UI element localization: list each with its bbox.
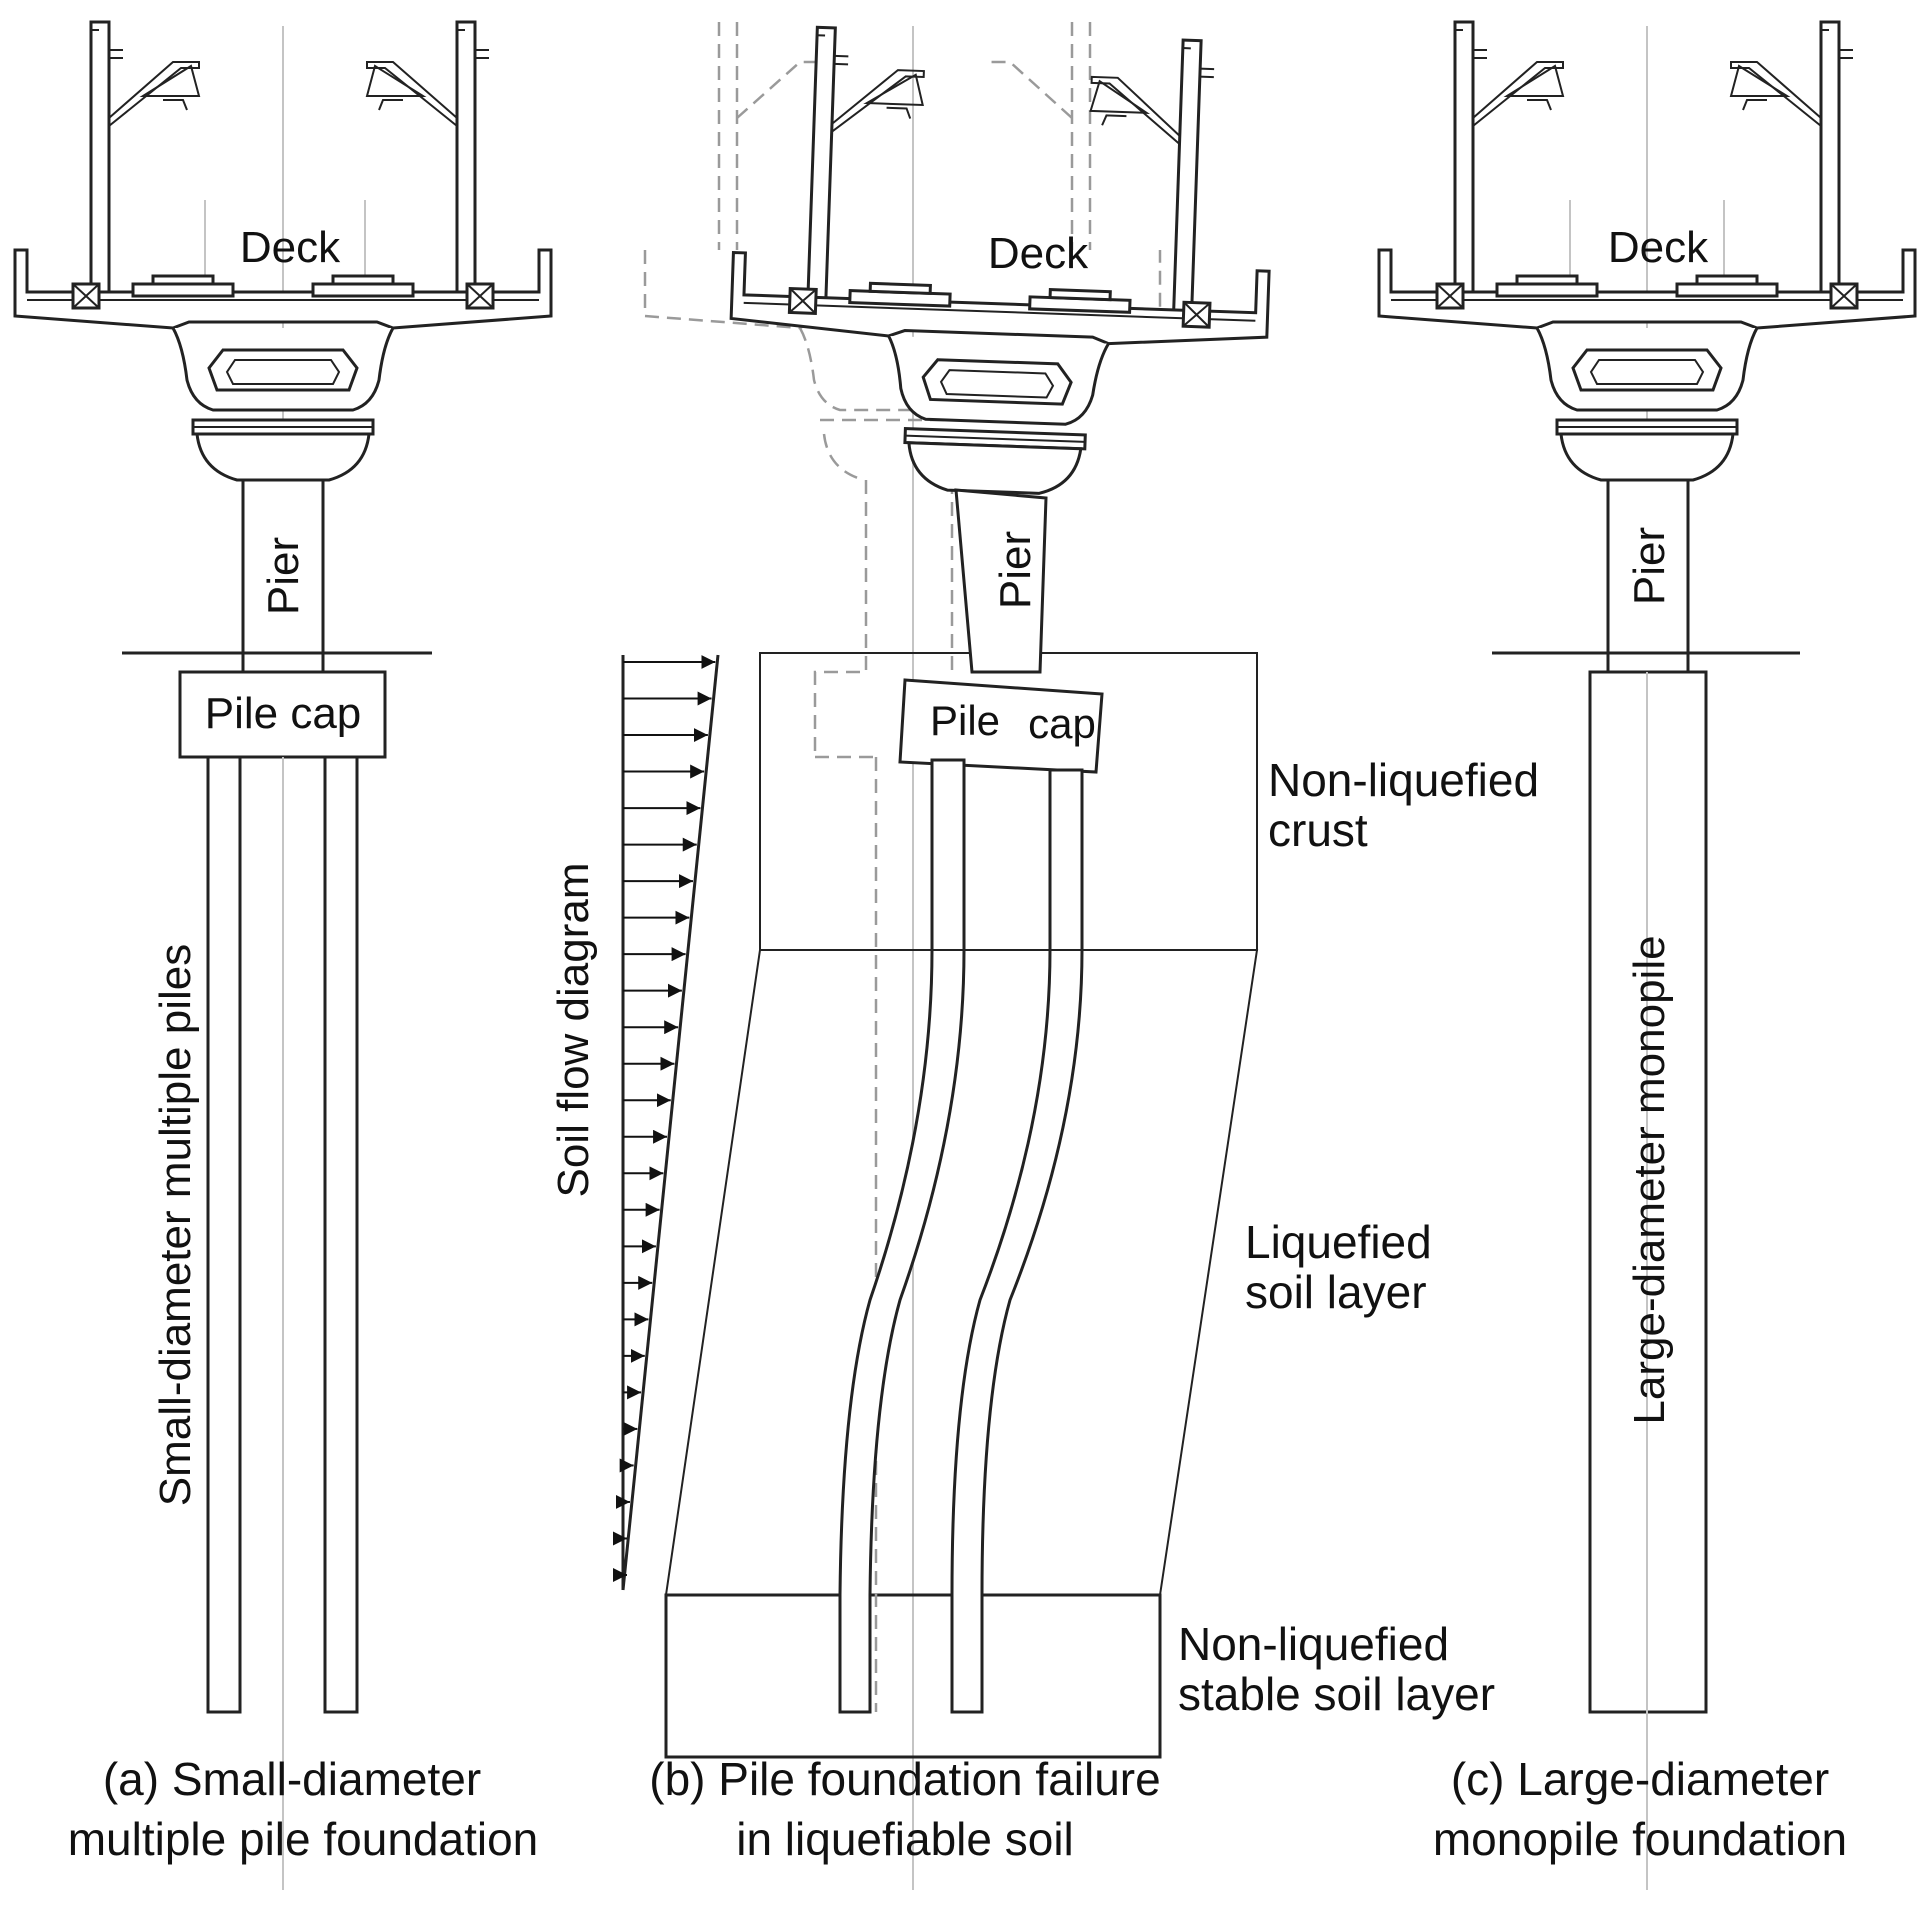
caption-a-line1: (a) Small-diameter (103, 1753, 481, 1805)
crust-label-line2: crust (1268, 804, 1368, 856)
soil-flow-label: Soil flow diagram (549, 862, 598, 1197)
pile-cap-label-b-right: cap (1028, 700, 1096, 747)
pile-cap-label-b-left: Pile (930, 697, 1000, 744)
pier-label-b: Pier (991, 531, 1040, 609)
pier-label-a: Pier (259, 537, 308, 615)
liquefied-label-line1: Liquefied (1245, 1216, 1432, 1268)
caption-b-line1: (b) Pile foundation failure (649, 1753, 1160, 1805)
pile-label-a: Small-diameter multiple piles (151, 944, 200, 1506)
stable-layer (664, 1593, 1162, 1759)
pier-label-c: Pier (1625, 527, 1674, 605)
deck-label-b: Deck (988, 229, 1089, 278)
panel-b: Deck Pier Pile cap Soil flow diagram Non… (549, 22, 1539, 1890)
monopile-label-c: Large-diameter monopile (1625, 935, 1674, 1424)
deck-label-c: Deck (1608, 223, 1709, 272)
pile-left-a (206, 755, 242, 1714)
caption-b-line2: in liquefiable soil (736, 1813, 1074, 1865)
stable-label-line1: Non-liquefied (1178, 1618, 1449, 1670)
soil-flow-diagram (613, 654, 720, 1591)
caption-c-line1: (c) Large-diameter (1451, 1753, 1829, 1805)
pile-right-a (323, 755, 359, 1714)
crust-label-line1: Non-liquefied (1268, 754, 1539, 806)
pile-cap-label-a: Pile cap (205, 689, 362, 738)
panel-a: Deck Pier Pile cap Small-diameter multip… (13, 20, 553, 1890)
caption-a-line2: multiple pile foundation (68, 1813, 539, 1865)
pier-b (954, 488, 1048, 674)
pile-right-b (950, 768, 1084, 1714)
pile-left-b (838, 758, 966, 1714)
pier-c (1606, 478, 1690, 674)
pier-a (241, 478, 325, 674)
pile-cap-b (898, 678, 1104, 774)
panel-c: Deck Pier Large-diameter monopile (c) La… (1377, 20, 1917, 1890)
caption-c-line2: monopile foundation (1433, 1813, 1847, 1865)
stable-label-line2: stable soil layer (1178, 1668, 1495, 1720)
deck-label-a: Deck (240, 223, 341, 272)
liquefied-label-line2: soil layer (1245, 1266, 1427, 1318)
